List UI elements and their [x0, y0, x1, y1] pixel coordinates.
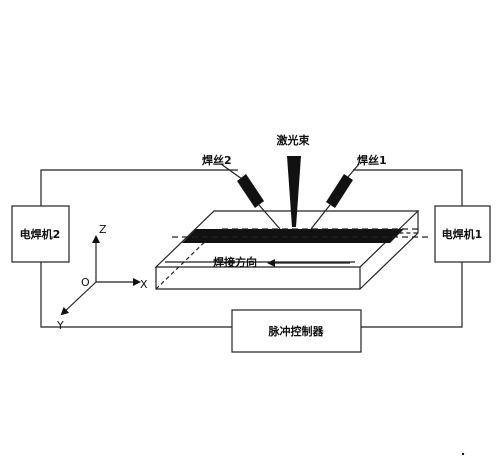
laser-beam: 激光束 — [277, 133, 311, 227]
wire-1-torch: 焊丝1 — [310, 153, 387, 230]
wire-2-label: 焊丝2 — [202, 153, 232, 167]
welder-2-label: 电焊机2 — [20, 227, 61, 241]
stray-dot — [461, 452, 465, 456]
weld-direction: 焊接方向 — [213, 255, 350, 269]
axis-origin-label: O — [81, 276, 90, 289]
weld-seam — [172, 228, 430, 243]
axis-x-label: X — [140, 278, 148, 291]
welder-1-box: 电焊机1 — [434, 205, 491, 263]
laser-beam-label: 激光束 — [277, 133, 311, 147]
axis-y-label: Y — [56, 319, 64, 332]
weld-direction-label: 焊接方向 — [213, 255, 257, 269]
axis-z-label: Z — [99, 223, 107, 236]
coordinate-axes: Z X Y O — [56, 223, 148, 332]
welder-1-label: 电焊机1 — [442, 227, 483, 241]
pulse-controller-label: 脉冲控制器 — [268, 324, 325, 338]
workpiece-plate — [154, 210, 420, 290]
welder-2-box: 电焊机2 — [11, 205, 70, 263]
wire-2-torch: 焊丝2 — [202, 153, 281, 230]
pulse-controller-box: 脉冲控制器 — [231, 309, 362, 353]
wire-1-label: 焊丝1 — [357, 153, 387, 167]
circuit-wires — [40, 169, 463, 328]
